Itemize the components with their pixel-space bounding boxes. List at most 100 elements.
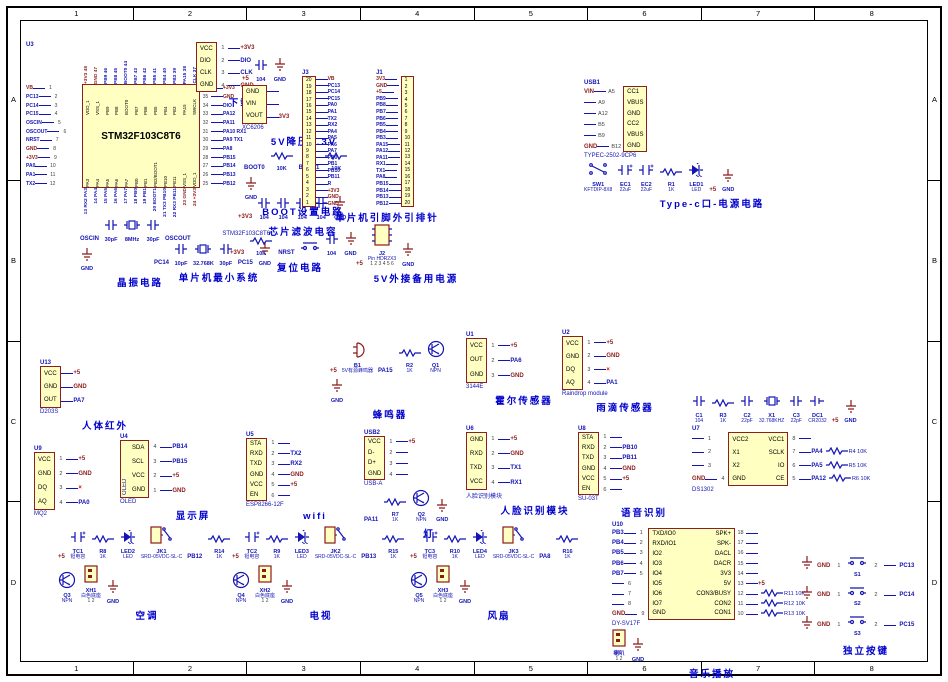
pin-number: 7 bbox=[404, 115, 408, 122]
pin-annotation: PC13 bbox=[315, 83, 340, 89]
part-value: 1K bbox=[564, 553, 571, 560]
batt-glyph bbox=[809, 394, 825, 413]
net-label: +5 bbox=[78, 456, 86, 463]
part-label: DC1 bbox=[811, 412, 823, 419]
btn-icon[interactable] bbox=[300, 239, 320, 257]
cap-icon: 104 bbox=[314, 196, 328, 221]
gnd-glyph bbox=[344, 232, 358, 251]
pin-number: 29 bbox=[202, 145, 209, 152]
pin-annotation: PA7 bbox=[315, 148, 341, 154]
part-value: 22pF bbox=[741, 417, 753, 424]
pin-number: 1 bbox=[221, 45, 225, 52]
pushbutton[interactable]: S2 bbox=[847, 584, 867, 608]
pullup-label: R5 10K bbox=[848, 462, 867, 469]
part-label: PA15 bbox=[377, 367, 393, 374]
wire-stub bbox=[498, 375, 511, 376]
pushbutton[interactable]: S1 bbox=[847, 554, 867, 578]
pin-annotation: 5+5 bbox=[599, 475, 637, 485]
gnd-glyph bbox=[330, 379, 344, 398]
module-caption: 灯 bbox=[423, 529, 435, 541]
part-value: SRD-05VDC-SL-C bbox=[140, 553, 183, 560]
pin-number: 1 bbox=[59, 456, 63, 463]
pushbutton[interactable]: S3 bbox=[847, 613, 867, 637]
wire-stub bbox=[692, 451, 704, 453]
wire-stub bbox=[746, 552, 759, 554]
net-label: PC15 bbox=[26, 111, 39, 118]
sock-glyph bbox=[612, 628, 626, 652]
wire-stub bbox=[799, 478, 812, 480]
net-label: PB3 39 bbox=[172, 68, 178, 84]
pin-number: 2 bbox=[153, 473, 157, 480]
pin-name: GND bbox=[652, 610, 666, 617]
wire-stub bbox=[61, 400, 74, 402]
